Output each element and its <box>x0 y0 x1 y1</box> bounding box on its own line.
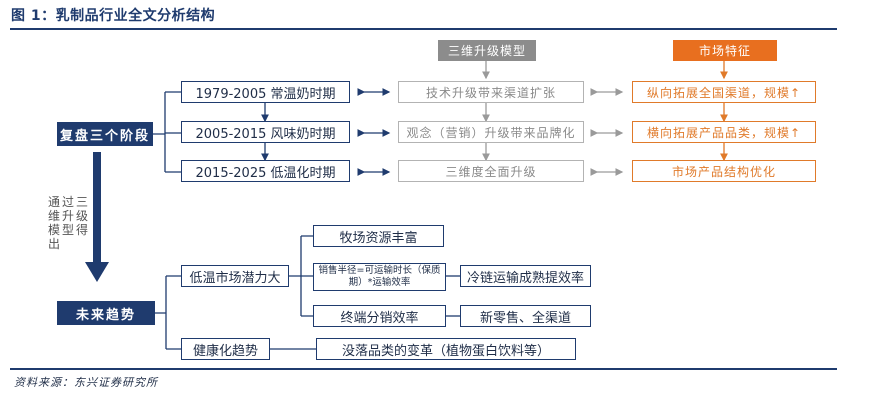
root-stage-review: 复盘三个阶段 <box>57 122 153 146</box>
source-note: 资料来源：东兴证券研究所 <box>14 376 158 389</box>
terminal-distribution: 终端分销效率 <box>313 305 446 327</box>
market-header: 市场特征 <box>673 40 777 61</box>
top-rule <box>10 28 837 30</box>
model-header: 三维升级模型 <box>438 40 536 61</box>
upgrade-box: 技术升级带来渠道扩张 <box>398 81 584 103</box>
bottom-rule <box>10 368 837 370</box>
cold-chain-result: 冷链运输成熟提效率 <box>460 265 591 287</box>
upgrade-box: 三维度全面升级 <box>398 160 584 182</box>
stage-period: 2015-2025 低温化时期 <box>181 160 350 182</box>
category-reform: 没落品类的变革（植物蛋白饮料等） <box>316 338 576 360</box>
stage-period: 1979-2005 常温奶时期 <box>181 81 350 103</box>
derive-note: 通过三维升级模型得出 <box>48 195 91 251</box>
future-trend: 未来趋势 <box>57 301 155 325</box>
stage-period: 2005-2015 风味奶时期 <box>181 121 350 143</box>
figure-title: 图 1：乳制品行业全文分析结构 <box>11 8 216 24</box>
health-trend: 健康化趋势 <box>181 338 270 360</box>
low-temp-potential: 低温市场潜力大 <box>181 265 289 287</box>
pasture-resources: 牧场资源丰富 <box>313 225 444 247</box>
market-feature-box: 横向拓展产品品类，规模↑ <box>632 121 816 143</box>
derive-arrow <box>85 152 109 282</box>
new-retail-result: 新零售、全渠道 <box>460 305 591 327</box>
upgrade-box: 观念（营销）升级带来品牌化 <box>398 121 584 143</box>
market-feature-box: 市场产品结构优化 <box>632 160 816 182</box>
sales-radius-formula: 销售半径=可运输时长（保质期）*运输效率 <box>313 263 446 291</box>
market-feature-box: 纵向拓展全国渠道，规模↑ <box>632 81 816 103</box>
